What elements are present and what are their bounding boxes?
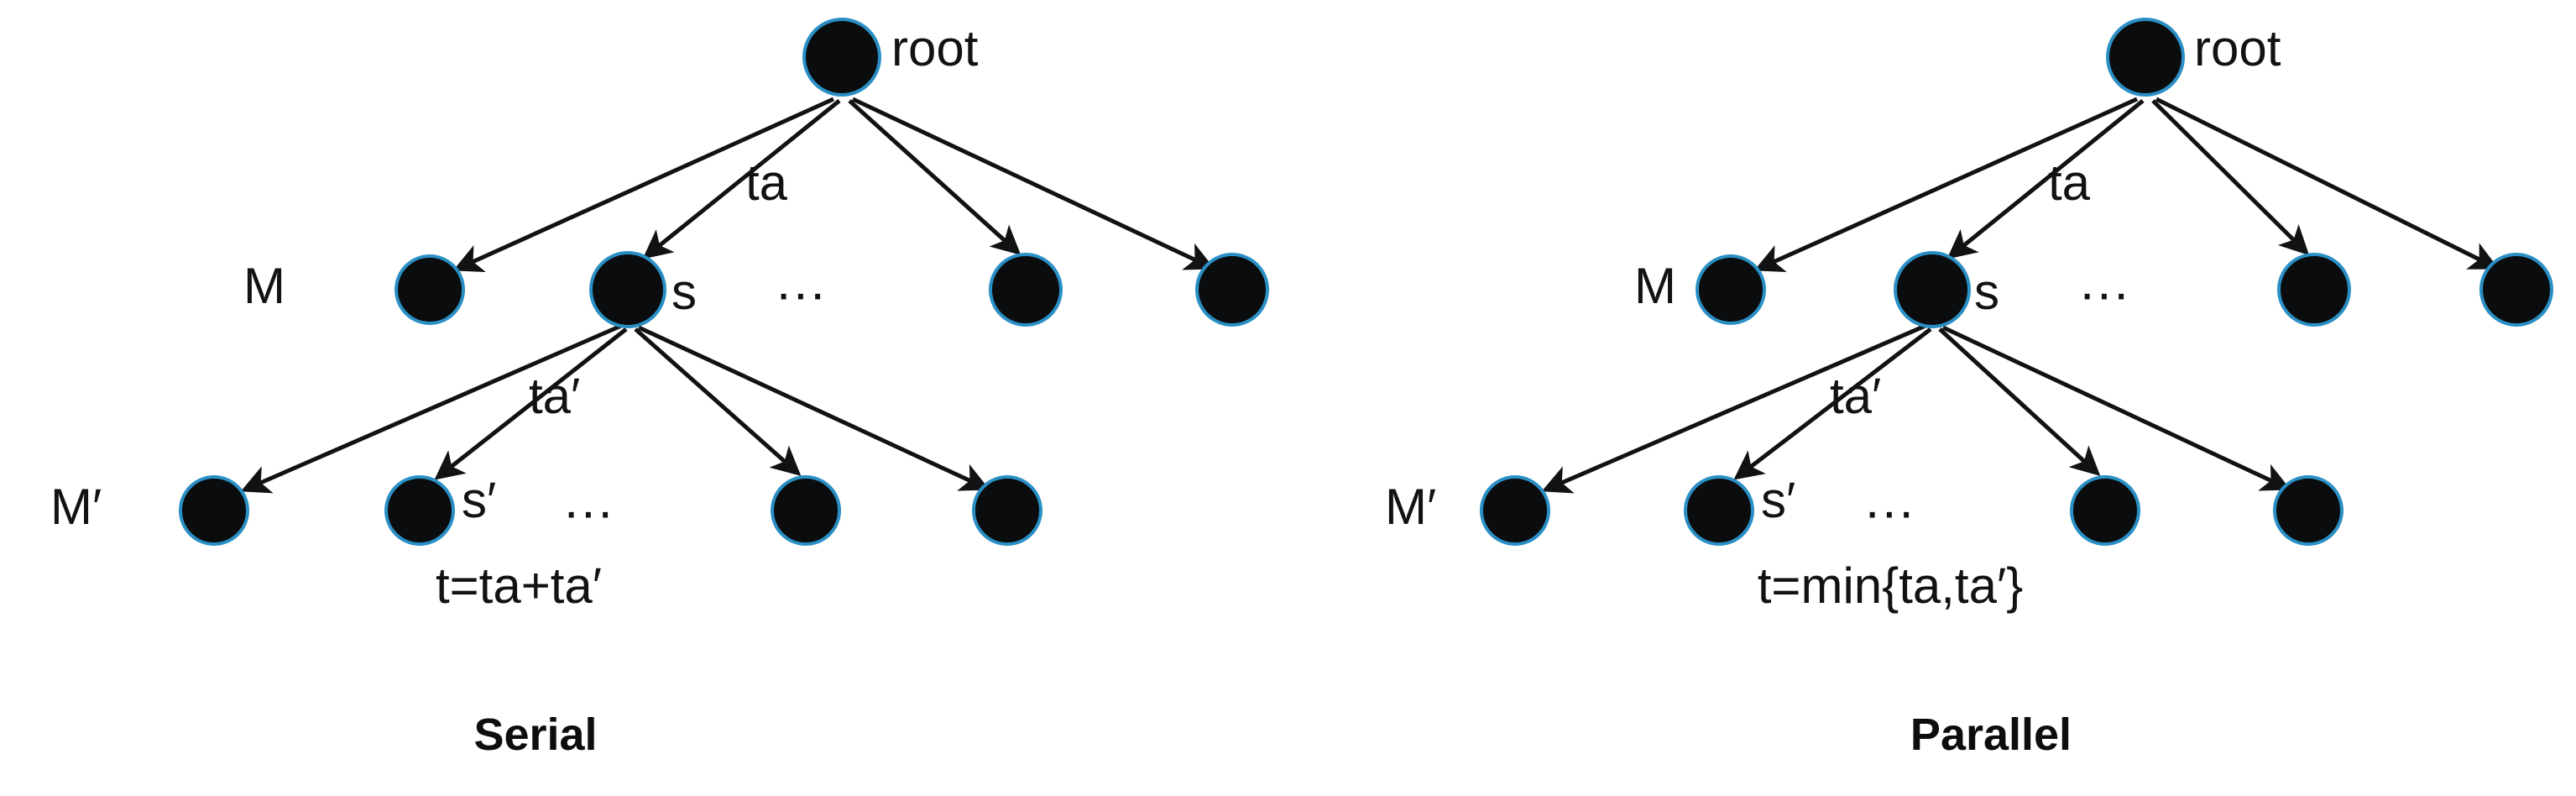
level1-left-label: M bbox=[1634, 258, 1676, 314]
edge-s-to-sprime bbox=[1733, 327, 1932, 480]
edge-root-to-m bbox=[452, 97, 835, 272]
node-level2-child3[interactable] bbox=[771, 475, 841, 546]
edge-label-ta: ta bbox=[2048, 154, 2091, 211]
root-label: root bbox=[891, 20, 979, 76]
edge-root-to-m bbox=[1753, 97, 2139, 273]
node-s[interactable] bbox=[589, 251, 666, 328]
level2-ellipsis: ... bbox=[564, 471, 615, 529]
edge-s-to-child3 bbox=[1938, 327, 2101, 476]
level1-left-label: M bbox=[243, 258, 285, 314]
edge-s-to-child3 bbox=[634, 327, 802, 476]
node-root[interactable] bbox=[802, 18, 881, 97]
formula-serial: t=ta+ta′ bbox=[436, 558, 602, 614]
node-level1-child4[interactable] bbox=[2479, 253, 2553, 327]
edge-root-to-child3 bbox=[848, 99, 1022, 255]
panel-parallel: root M s ... ta M′ s′ ... ta′ t=min{ta,t… bbox=[1385, 18, 2553, 760]
edges-serial-level1 bbox=[452, 97, 1215, 272]
edge-root-to-child3 bbox=[2151, 99, 2310, 256]
edge-root-to-s bbox=[1946, 99, 2145, 259]
panel-serial: root M s ... ta M′ s′ ... ta′ t=ta+ta′ S… bbox=[50, 18, 1269, 760]
edge-label-ta: ta bbox=[745, 154, 788, 211]
edge-s-to-mprime bbox=[240, 323, 622, 494]
node-level1-child3[interactable] bbox=[2277, 253, 2351, 327]
edge-label-ta-prime: ta′ bbox=[1830, 368, 1881, 424]
level1-ellipsis: ... bbox=[776, 253, 828, 311]
root-label: root bbox=[2194, 20, 2281, 76]
level1-selected-label: s bbox=[671, 264, 697, 320]
level2-ellipsis: ... bbox=[1865, 471, 1916, 529]
level2-selected-label: s′ bbox=[462, 472, 496, 528]
level2-left-label: M′ bbox=[50, 479, 102, 535]
edge-s-to-mprime bbox=[1541, 323, 1926, 494]
caption-parallel: Parallel bbox=[1910, 710, 2072, 760]
node-root[interactable] bbox=[2106, 18, 2185, 97]
formula-parallel: t=min{ta,ta′} bbox=[1758, 558, 2023, 614]
edge-root-to-s bbox=[642, 99, 841, 259]
node-m[interactable] bbox=[394, 254, 465, 325]
node-level1-child3[interactable] bbox=[989, 253, 1063, 327]
node-level2-child4[interactable] bbox=[972, 475, 1042, 546]
edges-parallel-level1 bbox=[1753, 97, 2500, 273]
edge-root-to-child4 bbox=[2155, 97, 2500, 270]
node-level2-child3[interactable] bbox=[2070, 475, 2140, 546]
edges-parallel-level2 bbox=[1541, 323, 2291, 494]
edge-s-to-child4 bbox=[1941, 325, 2291, 491]
node-m-prime[interactable] bbox=[1480, 475, 1550, 546]
node-m[interactable] bbox=[1696, 254, 1766, 325]
edge-label-ta-prime: ta′ bbox=[529, 368, 580, 424]
node-s[interactable] bbox=[1894, 251, 1971, 328]
node-s-prime[interactable] bbox=[1684, 475, 1754, 546]
level1-selected-label: s bbox=[1974, 264, 1999, 320]
edge-root-to-child4 bbox=[851, 97, 1215, 270]
edge-s-to-sprime bbox=[434, 327, 628, 480]
node-level2-child4[interactable] bbox=[2273, 475, 2343, 546]
edge-s-to-child4 bbox=[637, 325, 990, 491]
node-m-prime[interactable] bbox=[179, 475, 249, 546]
level2-selected-label: s′ bbox=[1761, 472, 1795, 528]
caption-serial: Serial bbox=[473, 710, 597, 760]
node-s-prime[interactable] bbox=[384, 475, 455, 546]
node-level1-child4[interactable] bbox=[1195, 253, 1269, 327]
level2-left-label: M′ bbox=[1385, 479, 1436, 535]
level1-ellipsis: ... bbox=[2080, 253, 2131, 311]
edges-serial-level2 bbox=[240, 323, 990, 494]
